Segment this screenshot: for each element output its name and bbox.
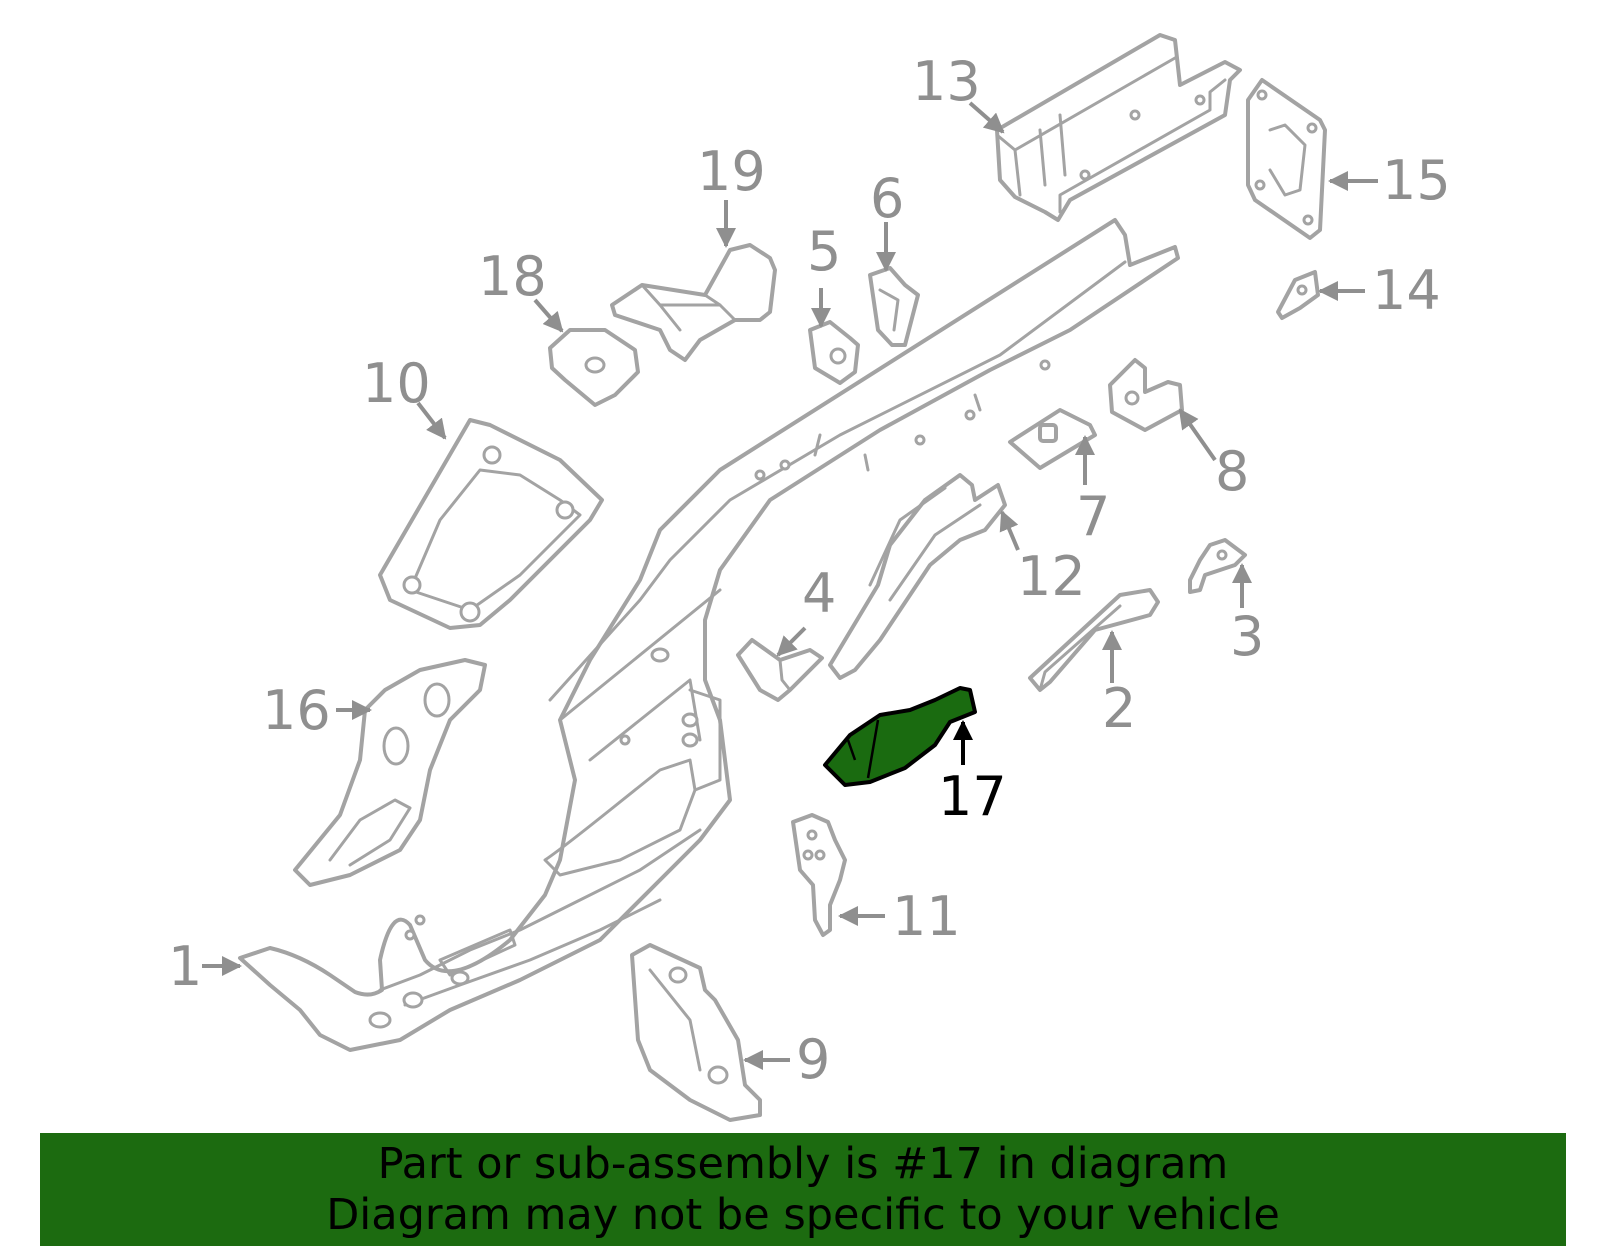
callout-12: 12 [1017,545,1086,608]
part-19-bracket [610,243,777,362]
callout-15: 15 [1382,149,1451,212]
callout-10: 10 [362,352,431,415]
banner-line-1: Part or sub-assembly is #17 in diagram [377,1139,1229,1189]
banner-line-2: Diagram may not be specific to your vehi… [326,1190,1280,1240]
callout-17: 17 [938,765,1007,828]
part-12-reinforcement [828,473,1007,680]
callout-3: 3 [1230,605,1264,668]
part-6-bracket [868,266,920,347]
callout-5: 5 [807,220,841,283]
part-1-frame-rail [238,218,1180,1052]
part-10-panel [378,418,604,630]
part-17-highlighted [823,686,977,787]
part-13-crossmember [995,33,1242,222]
arrow-8 [1178,408,1217,462]
callout-16: 16 [262,679,331,742]
part-5-bracket [808,320,860,385]
part-9-plate [630,943,762,1122]
part-2-bracket [1028,588,1160,692]
part-7-mount [1008,408,1097,470]
callout-2: 2 [1102,677,1136,740]
callout-18: 18 [478,245,547,308]
callout-1: 1 [168,935,202,998]
parts-diagram: 1 2 3 4 5 6 7 8 9 10 11 12 13 14 15 16 1… [168,33,1451,1122]
arrow-18 [533,298,564,333]
callout-13: 13 [912,50,981,113]
callout-4: 4 [802,562,836,625]
arrow-10 [416,401,447,440]
callout-11: 11 [892,885,961,948]
leader-arrows [202,101,1378,1070]
callout-9: 9 [796,1028,830,1091]
part-16-panel [293,658,487,887]
callout-7: 7 [1076,485,1110,548]
part-14-bracket [1276,270,1320,320]
part-3-clip [1188,538,1247,594]
callout-14: 14 [1372,259,1441,322]
callout-6: 6 [870,167,904,230]
part-18-mount [548,328,640,407]
part-4-bracket [736,638,824,702]
callout-labels: 1 2 3 4 5 6 7 8 9 10 11 12 13 14 15 16 1… [168,50,1451,1091]
arrow-13 [968,101,1005,134]
callout-8: 8 [1215,440,1249,503]
arrow-4 [776,626,807,657]
callout-19: 19 [697,140,766,203]
part-11-bracket [791,813,847,937]
arrow-12 [999,510,1020,551]
part-15-plate [1246,78,1327,240]
info-banner: Part or sub-assembly is #17 in diagram D… [40,1133,1566,1246]
part-8-bracket [1108,358,1184,432]
